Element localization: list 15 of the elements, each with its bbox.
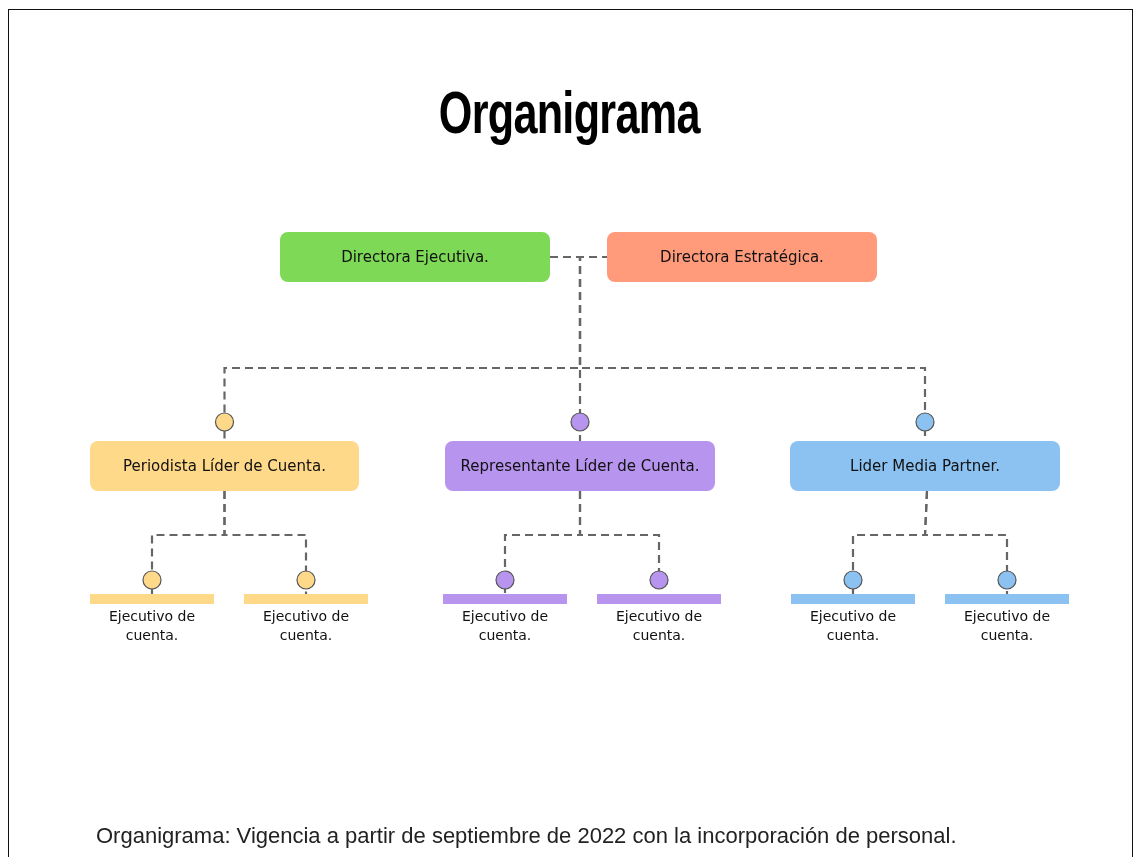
caption: Organigrama: Vigencia a partir de septiembre de 2022 con la incorporación de personal. (96, 823, 957, 849)
node-label: Ejecutivo de cuenta. (614, 607, 704, 645)
node-label: Ejecutivo de cuenta. (107, 607, 197, 645)
connector-line (223, 491, 316, 594)
connector-line (923, 490, 1017, 594)
node-label: Ejecutivo de cuenta. (460, 607, 550, 645)
role-box: Directora Ejecutiva. (280, 232, 550, 282)
role-box: Directora Estratégica. (607, 232, 877, 282)
title: Organigrama (438, 78, 700, 147)
node-label: Ejecutivo de cuenta. (808, 607, 898, 645)
node-label: Ejecutivo de cuenta. (261, 607, 351, 645)
role-box: Lider Media Partner. (790, 441, 1060, 491)
role-box: Periodista Líder de Cuenta. (90, 441, 359, 491)
role-box: Representante Líder de Cuenta. (445, 441, 715, 491)
node-label: Ejecutivo de cuenta. (962, 607, 1052, 645)
